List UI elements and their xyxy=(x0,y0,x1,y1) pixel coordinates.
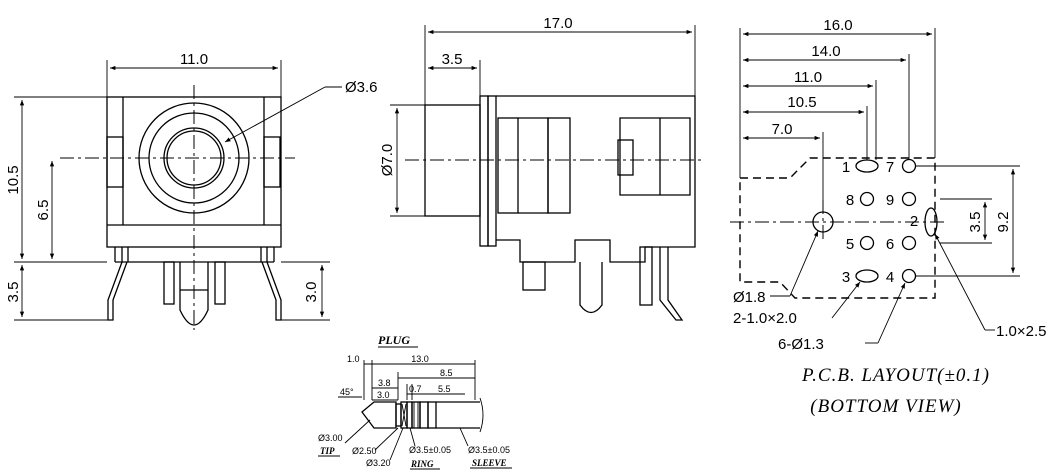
pcb-layout-title: P.C.B. LAYOUT(±0.1) xyxy=(801,365,990,386)
plug-ring-label: RING xyxy=(410,459,434,469)
plug-drawing: PLUG 1.0 13.0 8.5 3.8 0.7 5.5 3.0 45° xyxy=(318,333,512,470)
pcb-holes-round-dim: 6-Ø1.3 xyxy=(778,336,824,353)
pcb-hole-large-dim: Ø1.8 xyxy=(733,289,766,306)
pcb-layout: 1 7 8 9 2 5 6 3 4 16.0 14.0 11.0 10.5 7.… xyxy=(730,17,1046,417)
plug-dia-320: Ø3.20 xyxy=(366,458,391,468)
pcb-dim-16: 16.0 xyxy=(823,17,852,34)
front-view: 11.0 Ø3.6 10.5 6.5 3.5 3.0 xyxy=(5,51,378,330)
pcb-slot-3 xyxy=(855,269,879,283)
front-hole-dim: Ø3.6 xyxy=(345,79,378,96)
pin-6-label: 6 xyxy=(886,236,894,253)
plug-dim-5-5: 5.5 xyxy=(438,384,451,394)
plug-tip-label: TIP xyxy=(320,446,335,456)
pcb-slot-pin2-dim: 1.0×2.5 xyxy=(996,323,1046,340)
pcb-dim-3-5: 3.5 xyxy=(967,212,984,233)
plug-dim-1: 1.0 xyxy=(347,354,360,364)
plug-dim-0-7: 0.7 xyxy=(409,384,422,394)
pcb-dim-14: 14.0 xyxy=(811,43,840,60)
side-view: 17.0 3.5 Ø7.0 xyxy=(379,15,705,321)
front-pin-length-dim-2: 3.0 xyxy=(303,282,320,303)
pin-8-label: 8 xyxy=(846,192,854,209)
pin-1-label: 1 xyxy=(842,159,850,176)
plug-title: PLUG xyxy=(378,333,410,347)
plug-tip-dia: Ø3.00 xyxy=(318,433,343,443)
pcb-slot-2 xyxy=(924,207,938,237)
plug-dim-3-8: 3.8 xyxy=(378,378,391,388)
plug-dim-3: 3.0 xyxy=(377,390,390,400)
front-height-dim: 10.5 xyxy=(5,165,22,194)
pcb-dim-10-5: 10.5 xyxy=(787,94,816,111)
pin-2-label: 2 xyxy=(910,213,918,230)
pcb-dim-7: 7.0 xyxy=(772,121,793,138)
plug-dia-250: Ø2.50 xyxy=(352,446,377,456)
side-diameter-dim: Ø7.0 xyxy=(379,144,396,177)
plug-dim-13: 13.0 xyxy=(411,354,429,364)
pin-9-label: 9 xyxy=(886,192,894,209)
pcb-dim-9-2: 9.2 xyxy=(995,212,1012,233)
pcb-slot-small-dim: 2-1.0×2.0 xyxy=(733,310,797,327)
plug-sleeve-dia: Ø3.5±0.05 xyxy=(468,445,510,455)
front-center-height-dim: 6.5 xyxy=(35,200,52,221)
plug-dim-8-5: 8.5 xyxy=(440,368,453,378)
plug-ring-dia: Ø3.5±0.05 xyxy=(409,445,451,455)
pcb-layout-subtitle: (BOTTOM VIEW) xyxy=(810,396,961,417)
pcb-slot-1 xyxy=(855,159,879,173)
side-nose-dim: 3.5 xyxy=(442,51,463,68)
pin-3-label: 3 xyxy=(842,269,850,286)
side-length-dim: 17.0 xyxy=(543,15,572,32)
pcb-dim-11: 11.0 xyxy=(794,69,822,86)
pin-7-label: 7 xyxy=(886,159,894,176)
front-width-dim: 11.0 xyxy=(180,51,208,68)
pin-4-label: 4 xyxy=(886,269,894,286)
plug-sleeve-label: SLEEVE xyxy=(472,458,507,468)
plug-angle: 45° xyxy=(340,387,354,397)
front-pin-length-dim: 3.5 xyxy=(5,282,22,303)
pin-5-label: 5 xyxy=(846,236,854,253)
